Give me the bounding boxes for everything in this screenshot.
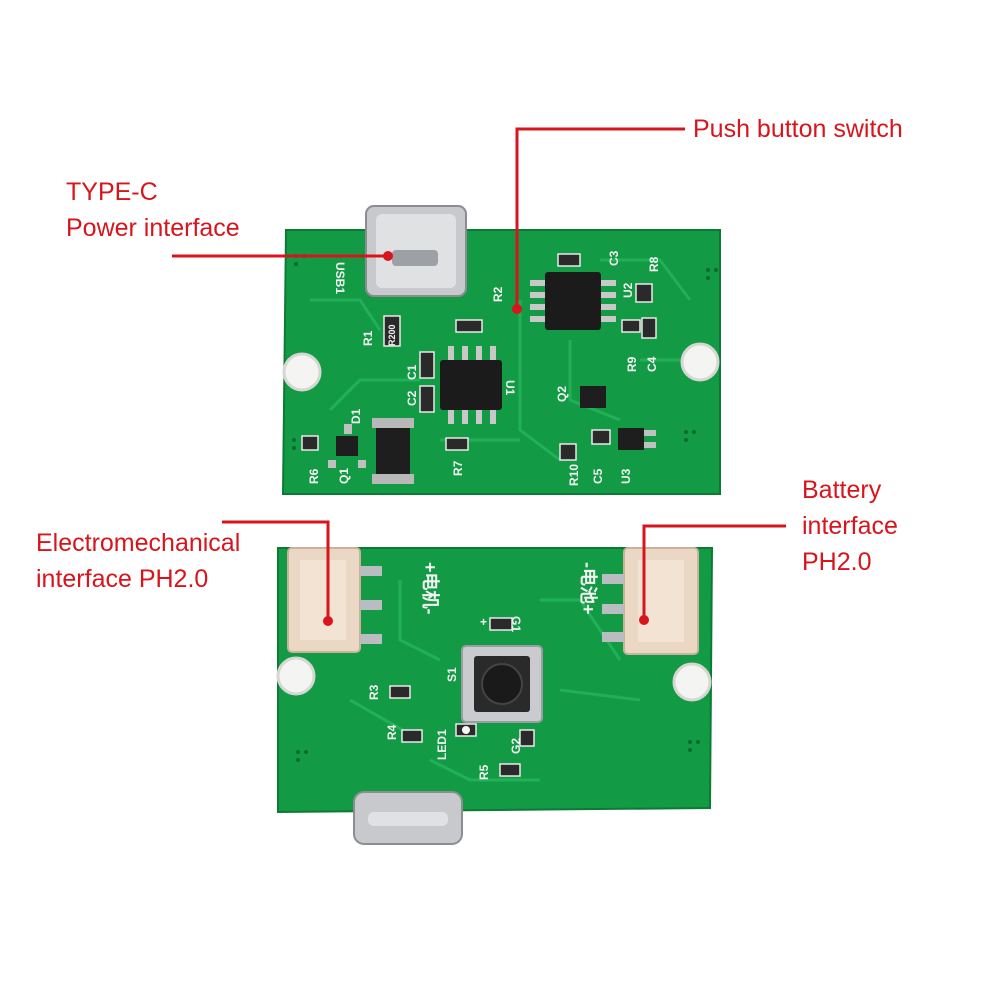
callout-line-push-button [515,127,685,309]
silk-led1: LED1 [435,729,449,760]
usb-c-connector [365,205,467,297]
motor-connector-ph2 [287,547,382,653]
silk-r8: R8 [647,256,661,272]
silk-g1: G1 [509,616,523,632]
silk-u1: U1 [503,380,517,396]
diode-d1 [372,418,414,484]
silk-s1: S1 [445,667,459,682]
silk-r1: R1 [361,330,375,346]
silk-motor: +电机- [420,562,441,615]
silk-r200: R200 [387,324,397,346]
ic-u2 [530,272,616,330]
callout-type-c-line1: TYPE-C [66,178,158,206]
silk-q2: Q2 [555,386,569,402]
silk-r6: R6 [307,468,321,484]
silk-c4: C4 [645,356,659,372]
callout-electromechanical: Electromechanical interface PH2.0 [36,525,240,597]
mounting-hole [276,656,316,696]
silk-c2: C2 [405,390,419,406]
led-icon [462,726,470,734]
silk-r9: R9 [625,356,639,372]
silk-r2: R2 [491,286,505,302]
silk-u2: U2 [621,282,635,298]
callout-electro-line1: Electromechanical [36,529,241,557]
silk-r3: R3 [367,684,381,700]
silk-u3: U3 [619,468,633,484]
ic-u1 [440,346,502,424]
callout-push-button-text: Push button switch [693,115,903,143]
silk-r4: R4 [385,724,399,740]
usb-c-connector-bottom [353,791,463,845]
silk-g2: G2 [509,738,523,754]
regulator-u3 [618,428,656,450]
silk-c3: C3 [607,250,621,266]
silk-r5: R5 [477,764,491,780]
silk-c1: C1 [405,364,419,380]
callout-line-battery [642,524,786,620]
mounting-hole [672,662,712,702]
silk-q1: Q1 [337,468,351,484]
silk-r10: R10 [567,464,581,486]
callout-battery-line2: interface [802,512,898,540]
callout-type-c-line2: Power interface [66,214,240,242]
transistor-q1 [328,424,366,468]
silk-r7: R7 [451,460,465,476]
callout-battery: Battery interface PH2.0 [802,472,898,580]
callout-type-c: TYPE-C Power interface [66,174,240,246]
callout-push-button: Push button switch [693,111,903,147]
silk-d1: D1 [349,408,363,424]
top-board: USB1 R1 R200 R2 C1 C2 U1 D1 Q1 R6 R7 C3 … [281,205,721,495]
silk-c5: C5 [591,468,605,484]
callout-battery-line1: Battery [802,476,882,504]
mounting-hole [680,342,720,382]
silk-usb1: USB1 [333,262,347,294]
callout-battery-line3: PH2.0 [802,548,872,576]
push-button-s1 [461,645,543,723]
silk-plus: + [480,615,487,629]
silk-battery: -电池+ [578,562,599,615]
bottom-board: +电机- -电池+ G1 S1 R3 R4 LED1 G2 R5 + [276,547,714,845]
transistor-q2 [580,386,606,408]
callout-line-electro [222,520,330,621]
mounting-hole [282,352,322,392]
callout-electro-line2: interface PH2.0 [36,565,209,593]
